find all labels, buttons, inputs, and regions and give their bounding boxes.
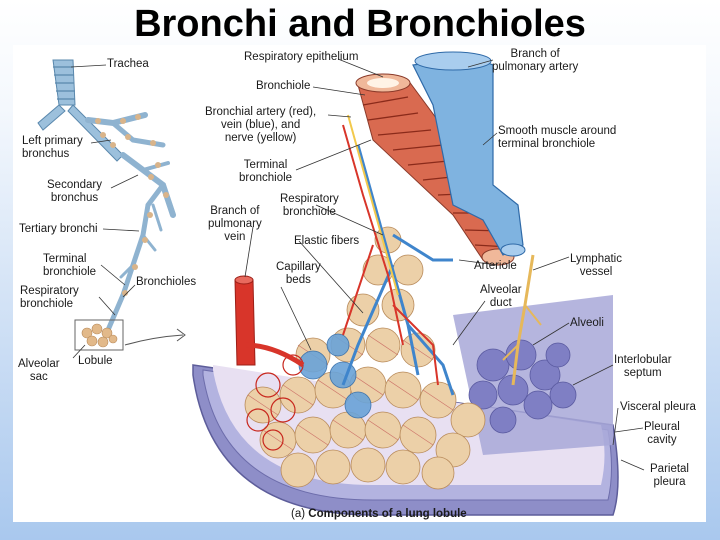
figure-caption: (a) Components of a lung lobule [291, 508, 467, 520]
label-interlobular-septum: Interlobular septum [614, 354, 672, 380]
label-visceral-pleura: Visceral pleura [620, 401, 696, 414]
label-alveolar-sac: Alveolar sac [18, 358, 60, 384]
label-branch-pulmonary-artery: Branch of pulmonary artery [492, 48, 578, 74]
label-branch-pulmonary-vein: Branch of pulmonary vein [208, 205, 262, 244]
slide-title: Bronchi and Bronchioles [0, 2, 720, 46]
label-bronchial-vessels: Bronchial artery (red), vein (blue), and… [205, 106, 316, 145]
label-respiratory-bronchiole-left: Respiratory bronchiole [20, 285, 79, 311]
label-pleural-cavity: Pleural cavity [644, 421, 680, 447]
lung-lobule-illustration [13, 45, 706, 522]
label-bronchiole: Bronchiole [256, 80, 310, 93]
caption-prefix: (a) [291, 508, 305, 520]
label-arteriole: Arteriole [474, 260, 517, 273]
label-parietal-pleura: Parietal pleura [650, 463, 689, 489]
label-terminal-bronchiole-left: Terminal bronchiole [43, 253, 96, 279]
label-terminal-bronchiole: Terminal bronchiole [239, 159, 292, 185]
label-left-primary-bronchus: Left primary bronchus [22, 135, 83, 161]
label-smooth-muscle: Smooth muscle around terminal bronchiole [498, 125, 616, 151]
label-tertiary-bronchi: Tertiary bronchi [19, 223, 98, 236]
label-capillary-beds: Capillary beds [276, 261, 321, 287]
label-secondary-bronchus: Secondary bronchus [47, 179, 102, 205]
label-bronchioles: Bronchioles [136, 276, 196, 289]
caption-text: Components of a lung lobule [308, 508, 466, 520]
label-trachea: Trachea [107, 58, 149, 71]
label-lymphatic-vessel: Lymphatic vessel [570, 253, 622, 279]
label-lobule: Lobule [78, 355, 113, 368]
illustration-panel: Trachea Left primary bronchus Secondary … [13, 45, 706, 522]
label-elastic-fibers: Elastic fibers [294, 235, 359, 248]
label-respiratory-bronchiole: Respiratory bronchiole [280, 193, 339, 219]
label-respiratory-epithelium: Respiratory epithelium [244, 51, 358, 64]
label-alveoli: Alveoli [570, 317, 604, 330]
label-alveolar-duct: Alveolar duct [480, 284, 522, 310]
